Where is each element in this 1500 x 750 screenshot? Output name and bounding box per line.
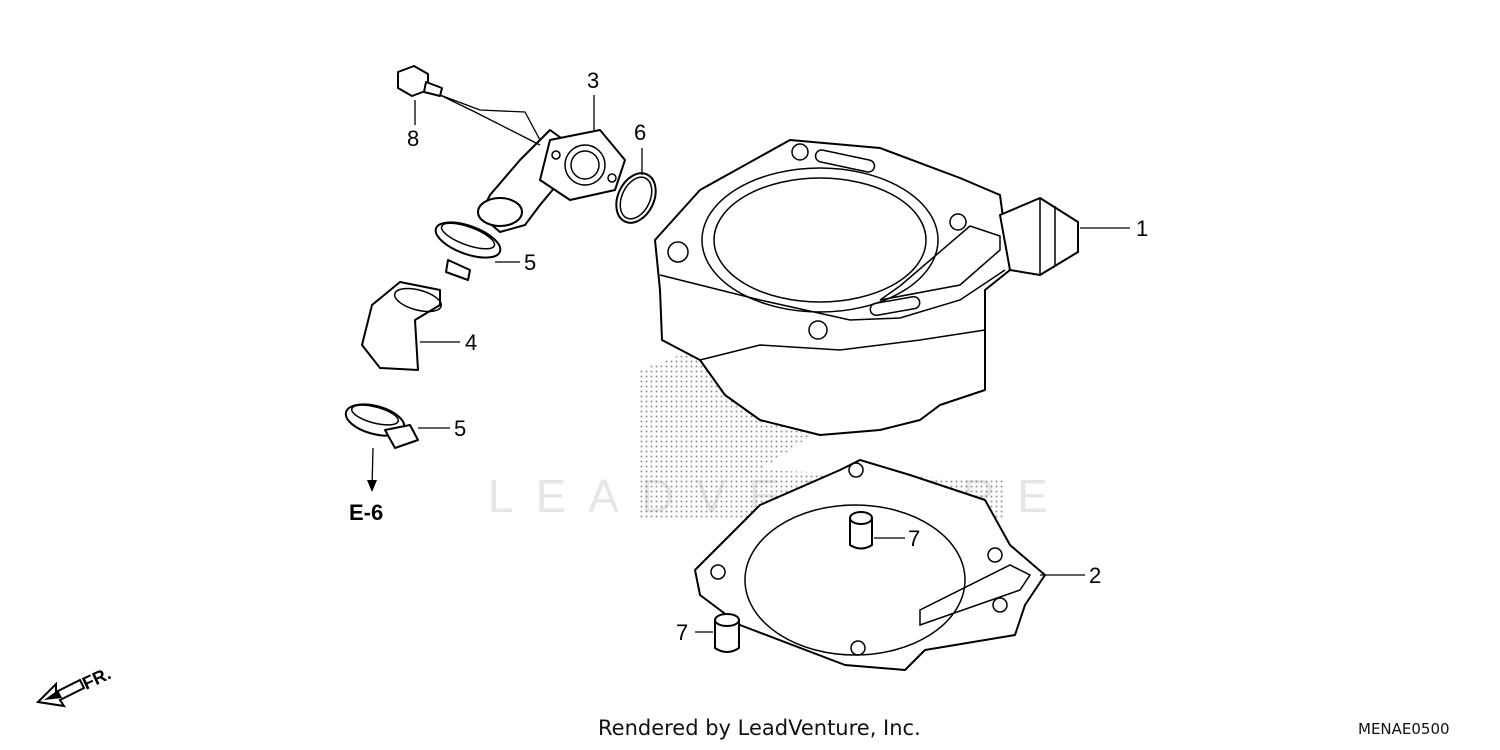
front-direction-arrow xyxy=(35,678,86,708)
bolt-part[interactable] xyxy=(397,65,443,97)
front-direction-label: FR. xyxy=(79,663,114,693)
clamp-upper-part[interactable] xyxy=(431,215,504,281)
dowel-pin-lower-part[interactable] xyxy=(714,613,740,653)
clamp-lower-part[interactable] xyxy=(342,399,419,449)
diagram-code: MENAE0500 xyxy=(1358,720,1450,738)
hose-part[interactable] xyxy=(361,281,444,371)
dowel-pin-upper-part[interactable] xyxy=(849,511,873,550)
callout-7-lower: 7 xyxy=(676,620,688,645)
callout-3: 3 xyxy=(587,68,599,93)
reference-label: E-6 xyxy=(349,500,383,525)
water-joint-part[interactable] xyxy=(477,129,626,233)
callout-5-lower: 5 xyxy=(454,416,466,441)
leader-lines xyxy=(367,94,1130,633)
callout-8: 8 xyxy=(407,126,419,151)
callout-7-upper: 7 xyxy=(908,526,920,551)
o-ring-part[interactable] xyxy=(609,167,664,229)
rendered-by-credit: Rendered by LeadVenture, Inc. xyxy=(598,716,921,740)
callout-4: 4 xyxy=(465,330,477,355)
cylinder-part[interactable] xyxy=(654,139,1079,436)
callout-2: 2 xyxy=(1089,563,1101,588)
callout-1: 1 xyxy=(1136,216,1148,241)
callout-5-upper: 5 xyxy=(524,250,536,275)
callout-6: 6 xyxy=(634,120,646,145)
